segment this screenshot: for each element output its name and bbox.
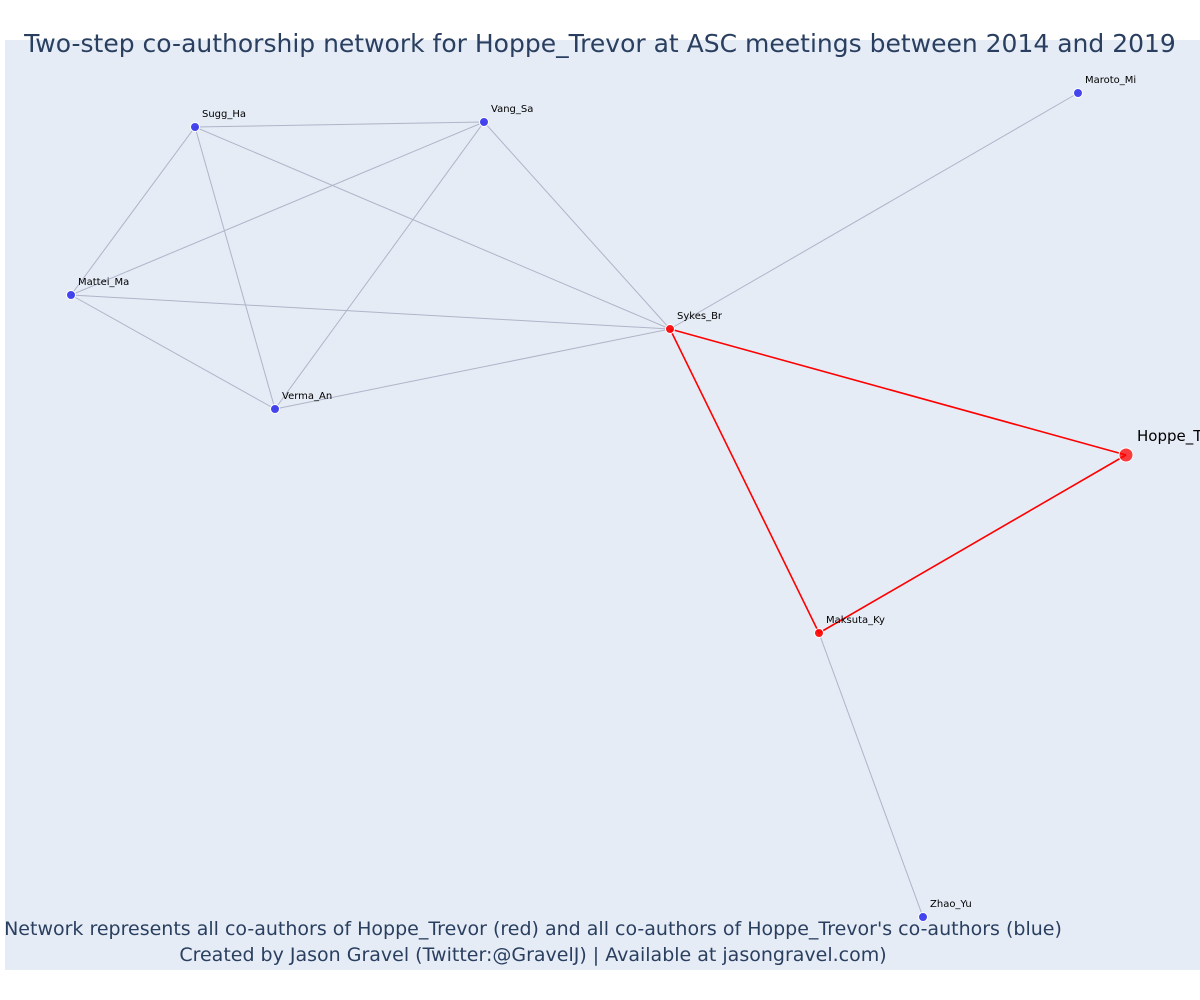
edge-Hoppe_Trevor-Sykes_Br bbox=[669, 328, 1127, 456]
node-Hoppe_Trevor[interactable] bbox=[1118, 447, 1134, 463]
edge-Sykes_Br-Vang_Sa bbox=[483, 121, 671, 330]
chart-title: Two-step co-authorship network for Hoppe… bbox=[24, 29, 1176, 58]
edges-layer bbox=[70, 92, 1127, 918]
node-Maksuta_Ky[interactable] bbox=[814, 628, 824, 638]
node-Maroto_Mi[interactable] bbox=[1073, 88, 1083, 98]
node-Sykes_Br[interactable] bbox=[665, 324, 675, 334]
plot-area bbox=[5, 40, 1200, 970]
node-Verma_An[interactable] bbox=[270, 404, 280, 414]
node-label-Sugg_Ha: Sugg_Ha bbox=[202, 109, 246, 120]
edge-Sykes_Br-Maroto_Mi bbox=[669, 92, 1079, 330]
nodes-layer bbox=[66, 88, 1134, 922]
edge-Sugg_Ha-Verma_An bbox=[194, 126, 276, 410]
node-Zhao_Yu[interactable] bbox=[918, 912, 928, 922]
node-Sugg_Ha[interactable] bbox=[190, 122, 200, 132]
edge-Sykes_Br-Mattei_Ma bbox=[70, 294, 671, 330]
edge-Maksuta_Ky-Zhao_Yu bbox=[818, 632, 924, 918]
node-Mattei_Ma[interactable] bbox=[66, 290, 76, 300]
edge-Vang_Sa-Mattei_Ma bbox=[70, 121, 485, 296]
footer-credit: Created by Jason Gravel (Twitter:@Gravel… bbox=[179, 944, 887, 966]
node-label-Maksuta_Ky: Maksuta_Ky bbox=[826, 615, 885, 626]
edge-Sugg_Ha-Mattei_Ma bbox=[70, 126, 196, 296]
edge-Hoppe_Trevor-Maksuta_Ky bbox=[818, 454, 1127, 634]
edge-Vang_Sa-Verma_An bbox=[274, 121, 485, 410]
node-label-Hoppe_Trevor: Hoppe_T bbox=[1137, 427, 1200, 446]
node-label-Sykes_Br: Sykes_Br bbox=[677, 311, 723, 322]
node-label-Vang_Sa: Vang_Sa bbox=[491, 104, 533, 115]
node-label-Verma_An: Verma_An bbox=[282, 391, 332, 402]
node-label-Zhao_Yu: Zhao_Yu bbox=[930, 899, 972, 910]
edge-Mattei_Ma-Verma_An bbox=[70, 294, 276, 410]
node-label-Maroto_Mi: Maroto_Mi bbox=[1085, 75, 1136, 86]
edge-Sykes_Br-Maksuta_Ky bbox=[669, 328, 820, 634]
edge-Sykes_Br-Sugg_Ha bbox=[194, 126, 671, 330]
node-Vang_Sa[interactable] bbox=[479, 117, 489, 127]
footer-caption: Network represents all co-authors of Hop… bbox=[4, 918, 1062, 940]
edge-Sugg_Ha-Vang_Sa bbox=[194, 121, 485, 128]
node-label-Mattei_Ma: Mattei_Ma bbox=[78, 277, 129, 288]
edge-Sykes_Br-Verma_An bbox=[274, 328, 671, 410]
